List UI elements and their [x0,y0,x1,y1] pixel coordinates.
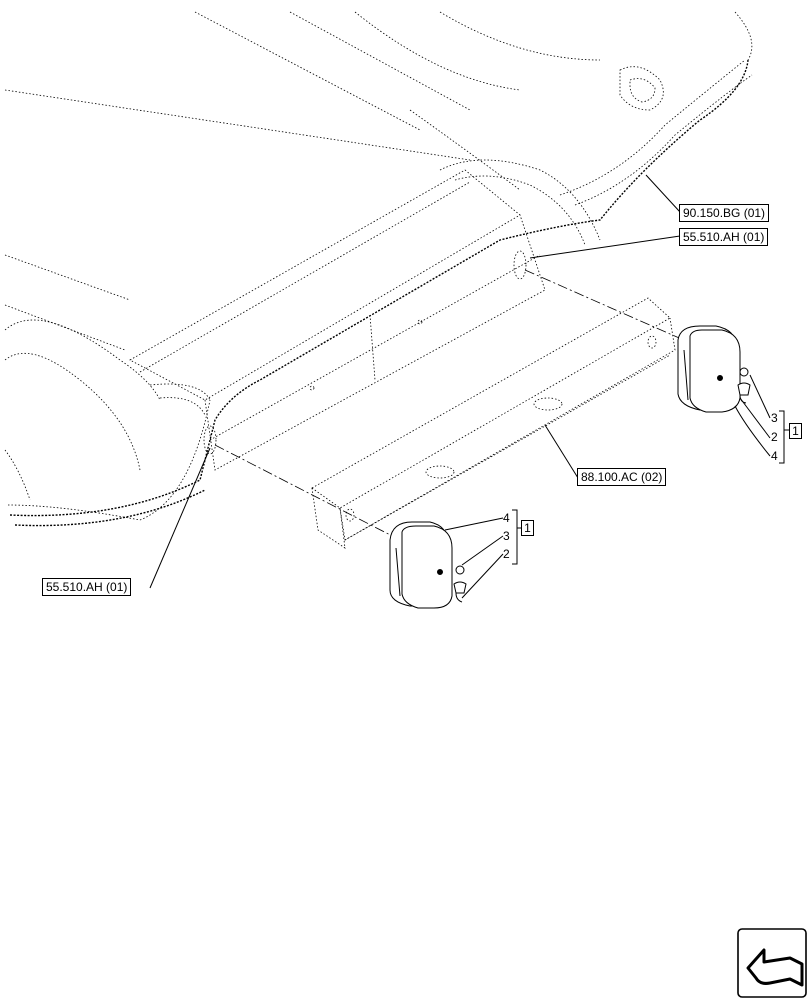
item-number: 2 [771,430,778,444]
item-number: 4 [771,449,778,463]
item-number: 2 [503,547,510,561]
callout-bracket[interactable]: 88.100.AC (02) [577,468,667,486]
group-number-box: 1 [789,423,802,439]
callout-right-lamp[interactable]: 55.510.AH (01) [679,228,769,246]
arrow-icon [737,928,807,998]
callout-top-right[interactable]: 90.150.BG (01) [679,204,770,222]
item-number: 3 [771,411,778,425]
group-number-box: 1 [521,520,534,536]
item-number: 4 [503,511,510,525]
callout-left-lamp[interactable]: 55.510.AH (01) [42,578,132,596]
item-number: 3 [503,529,510,543]
